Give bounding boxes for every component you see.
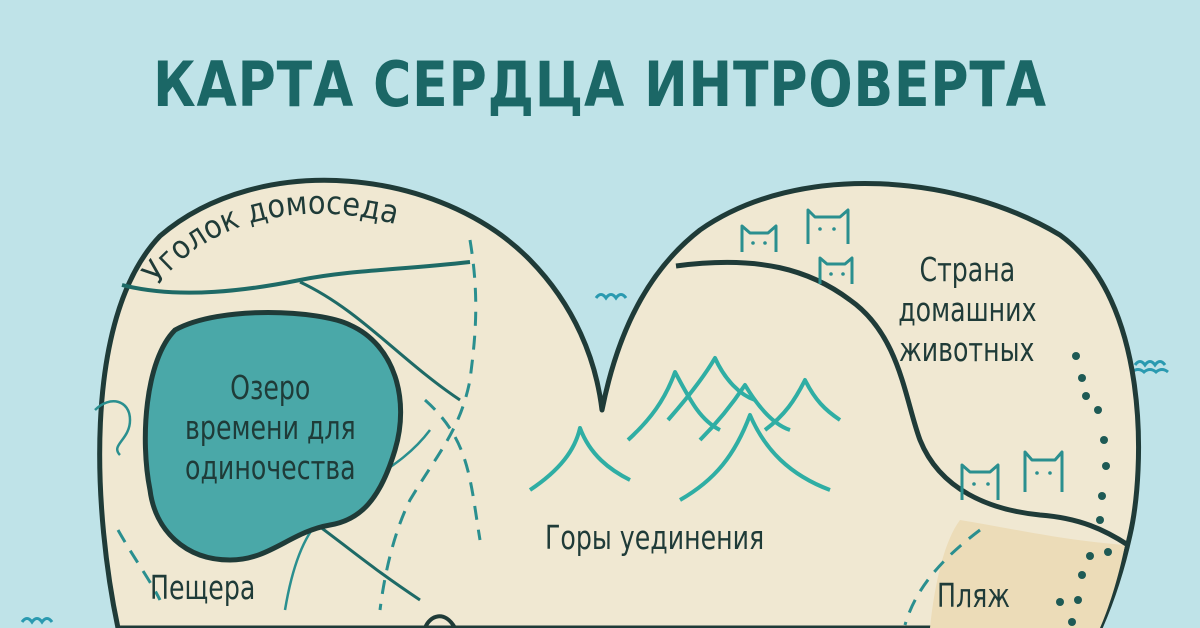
mountains-label: Горы уединения — [545, 518, 765, 557]
dotted-trail — [1056, 352, 1112, 626]
water-ripple-icons — [20, 293, 1169, 625]
lake-label-line2: времени для — [184, 408, 356, 447]
lake-label: Озеро времени для одиночества — [150, 368, 390, 488]
beach-label: Пляж — [937, 576, 1011, 615]
homebody-corner-border — [121, 260, 471, 295]
cave-label: Пещера — [150, 568, 256, 607]
map-title: КАРТА СЕРДЦА ИНТРОВЕРТА — [153, 48, 1047, 121]
pet-country-border — [675, 259, 1130, 548]
lake-shape — [142, 310, 404, 563]
mountain-icons — [528, 356, 842, 502]
pets-label-line2: домашних — [897, 290, 1037, 329]
lake-label-line3: одиночества — [184, 448, 356, 487]
cat-icons — [740, 208, 1064, 500]
pets-label-line1: Страна — [919, 250, 1015, 289]
heart-landmass — [97, 177, 1142, 628]
cave-fragment — [423, 614, 457, 628]
pets-label: Страна домашних животных — [862, 250, 1072, 370]
lake-label-line1: Озеро — [229, 368, 311, 407]
pets-label-line3: животных — [899, 330, 1035, 369]
